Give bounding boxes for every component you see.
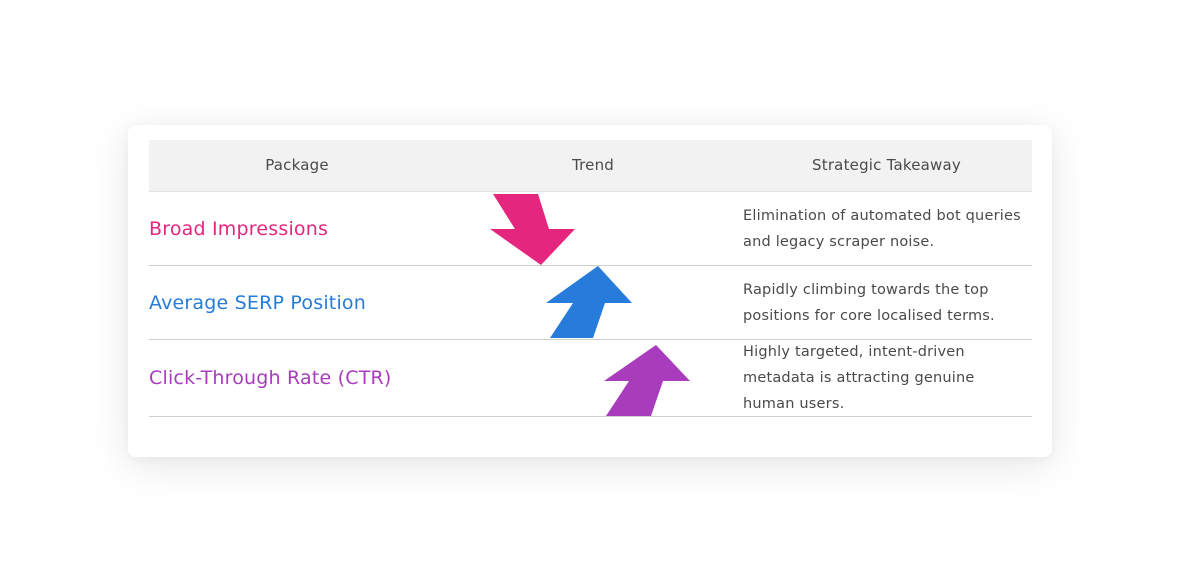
strategic-takeaway: Rapidly climbing towards the top positio… — [743, 266, 1023, 339]
table-row: Average SERP Position Rapidly climbing t… — [149, 266, 1032, 340]
header-trend: Trend — [571, 156, 615, 174]
takeaway-text: Highly targeted, intent-driven metadata … — [743, 344, 975, 412]
strategic-takeaway: Highly targeted, intent-driven metadata … — [743, 340, 1023, 416]
table-row: Broad Impressions Elimination of automat… — [149, 192, 1032, 266]
package-name: Average SERP Position — [149, 291, 367, 314]
strategic-takeaway: Elimination of automated bot queries and… — [743, 192, 1023, 265]
trend-table: Package Trend Strategic Takeaway Broad I… — [149, 140, 1032, 417]
header-takeaway: Strategic Takeaway — [812, 156, 961, 174]
package-name: Click-Through Rate (CTR) — [149, 367, 392, 389]
takeaway-text: Elimination of automated bot queries and… — [743, 207, 1021, 250]
takeaway-text: Rapidly climbing towards the top positio… — [743, 281, 995, 324]
package-name: Broad Impressions — [149, 217, 329, 240]
table-row: Click-Through Rate (CTR) Highly targeted… — [149, 340, 1032, 417]
header-package: Package — [265, 156, 329, 174]
table-header: Package Trend Strategic Takeaway — [149, 140, 1032, 192]
